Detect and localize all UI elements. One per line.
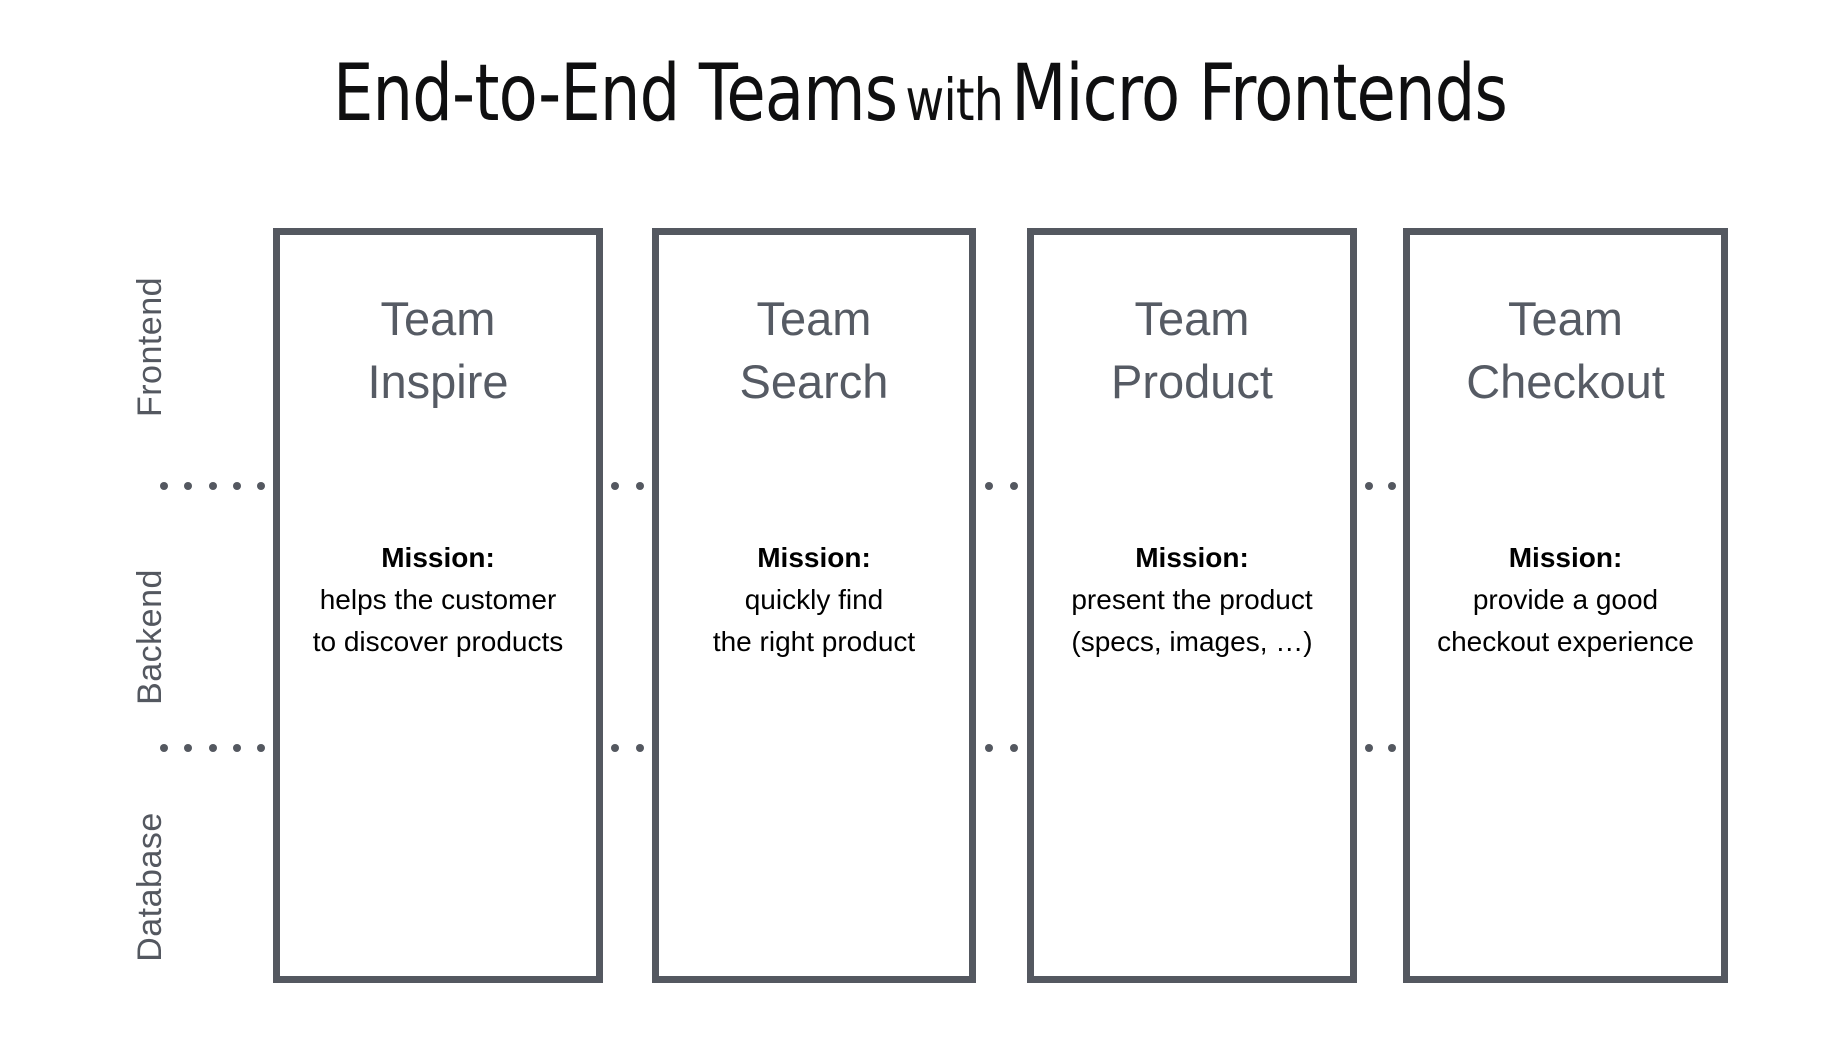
separator-dot — [208, 482, 217, 490]
team-box-checkout[interactable]: Team Checkout Mission: provide a good ch… — [1403, 228, 1728, 983]
separator-dot — [1364, 482, 1373, 490]
team-name-inspire: Team Inspire — [280, 287, 596, 413]
separator-dot — [635, 744, 644, 752]
separator-dot — [160, 744, 169, 752]
separator-dot — [1010, 744, 1019, 752]
separator-dot — [984, 482, 993, 490]
separator-dot — [184, 744, 193, 752]
team-name-line2: Checkout — [1466, 355, 1665, 408]
team-name-line2: Inspire — [367, 355, 509, 408]
team-box-product[interactable]: Team Product Mission: present the produc… — [1027, 228, 1357, 983]
page-title-part-2: Micro Frontends — [1011, 49, 1508, 139]
layer-label-frontend: Frontend — [131, 276, 169, 418]
team-name-line2: Product — [1111, 355, 1273, 408]
separator-dot — [232, 744, 241, 752]
mission-label: Mission: — [381, 542, 495, 573]
mission-line-1: quickly find — [744, 584, 884, 615]
mission-line-2: (specs, images, …) — [1071, 626, 1313, 657]
mission-line-1: helps the customer — [319, 584, 557, 615]
team-mission-inspire: Mission: helps the customer to discover … — [280, 537, 596, 663]
team-name-line1: Team — [756, 292, 872, 345]
mission-label: Mission: — [757, 542, 871, 573]
separator-dot — [635, 482, 644, 490]
team-box-search[interactable]: Team Search Mission: quickly find the ri… — [652, 228, 976, 983]
separator-dot — [208, 744, 217, 752]
team-mission-search: Mission: quickly find the right product — [659, 537, 969, 663]
mission-label: Mission: — [1135, 542, 1249, 573]
separator-dot — [1387, 482, 1396, 490]
team-name-product: Team Product — [1034, 287, 1350, 413]
separator-dot — [160, 482, 169, 490]
mission-label: Mission: — [1508, 542, 1623, 573]
mission-line-1: present the product — [1071, 584, 1313, 615]
separator-dot — [1010, 482, 1019, 490]
mission-line-2: checkout experience — [1437, 626, 1694, 657]
separator-dot — [232, 482, 241, 490]
team-name-search: Team Search — [659, 287, 969, 413]
team-name-line1: Team — [1134, 292, 1250, 345]
page-title-connector: with — [905, 66, 1004, 134]
separator-dot — [1364, 744, 1373, 752]
page-title-part-1: End-to-End Teams — [332, 49, 898, 139]
mission-line-2: to discover products — [312, 626, 564, 657]
team-mission-product: Mission: present the product (specs, ima… — [1034, 537, 1350, 663]
separator-dot — [256, 482, 265, 490]
layer-label-database: Database — [131, 812, 169, 962]
mission-line-1: provide a good — [1472, 584, 1659, 615]
separator-dot — [611, 744, 620, 752]
separator-dot — [984, 744, 993, 752]
separator-dot — [184, 482, 193, 490]
separator-dot — [611, 482, 620, 490]
team-name-line1: Team — [1508, 292, 1623, 345]
team-name-line1: Team — [380, 292, 496, 345]
team-name-line2: Search — [739, 355, 889, 408]
team-mission-checkout: Mission: provide a good checkout experie… — [1410, 537, 1721, 663]
team-box-inspire[interactable]: Team Inspire Mission: helps the customer… — [273, 228, 603, 983]
separator-dot — [1387, 744, 1396, 752]
separator-dot — [256, 744, 265, 752]
layer-label-backend: Backend — [131, 569, 169, 705]
team-name-checkout: Team Checkout — [1410, 287, 1721, 413]
mission-line-2: the right product — [712, 626, 916, 657]
